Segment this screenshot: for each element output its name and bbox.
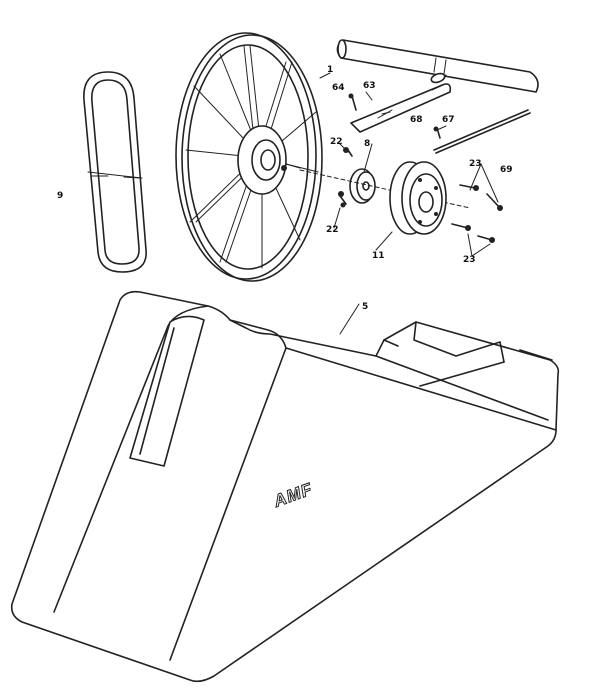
nut-22-lower [338, 191, 347, 208]
handlebar-tube [336, 39, 539, 93]
label-part-11: 11 [372, 251, 385, 261]
drive-belt [83, 71, 147, 273]
pulley-11 [389, 161, 447, 235]
label-part-22-upper: 22 [330, 137, 343, 147]
label-part-5: 5 [362, 302, 368, 312]
label-part-22-lower: 22 [326, 225, 339, 235]
label-part-9: 9 [57, 191, 63, 201]
label-part-23-lower: 23 [463, 255, 476, 265]
label-part-69: 69 [500, 165, 513, 175]
label-part-1: 1 [327, 65, 333, 75]
label-part-63: 63 [363, 81, 376, 91]
screw-67 [433, 126, 441, 139]
bolts-23-upper [459, 184, 503, 211]
hub-8 [349, 168, 376, 204]
bolt-64 [348, 93, 357, 111]
label-part-67: 67 [442, 115, 455, 125]
label-part-23-upper: 23 [469, 159, 482, 169]
label-part-8: 8 [364, 139, 370, 149]
leader-lines [319, 72, 499, 335]
tension-rod [433, 109, 531, 154]
label-part-64: 64 [332, 83, 345, 93]
bolts-23-lower [451, 223, 495, 243]
flywheel [175, 32, 323, 282]
label-part-68: 68 [410, 115, 423, 125]
base-shroud: AMF [10, 290, 560, 683]
handle-arm [350, 72, 452, 133]
